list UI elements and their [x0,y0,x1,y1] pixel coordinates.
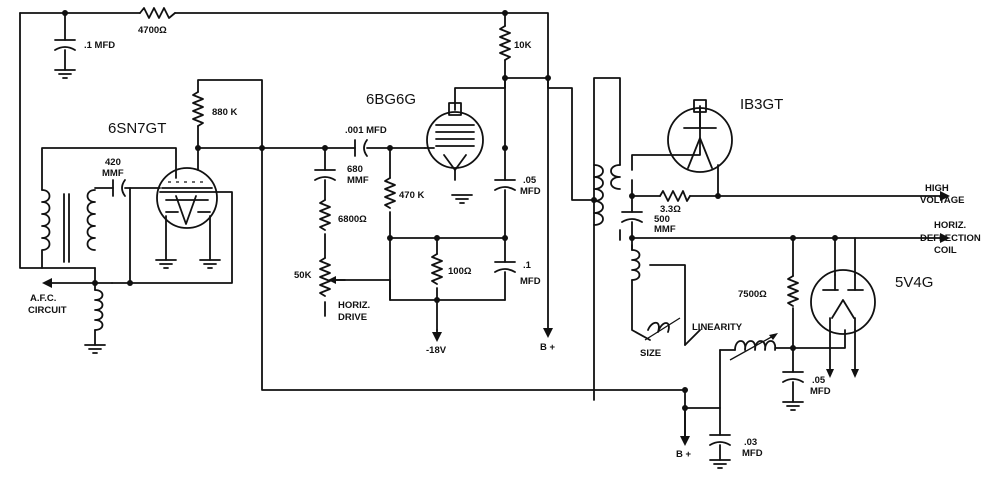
resistor-6800 [319,199,331,231]
label-linearity: LINEARITY [692,322,743,333]
label-r-top: 4700Ω [138,25,167,36]
flyback-transformer [593,164,778,361]
text-labels: 6SN7GT 6BG6G IB3GT 5V4G .1 MFD 4700Ω 10K… [28,25,981,460]
label-c-05a-b: MFD [520,186,541,197]
deflection-arrow-icon [940,233,950,243]
label-c-500-a: 500 [654,214,670,225]
label-high-voltage-2: VOLTAGE [920,195,965,206]
label-c-05a-a: .05 [523,175,537,186]
label-c-03-a: .03 [744,437,757,448]
high-voltage-arrow-icon [940,191,950,201]
arrows [42,191,950,446]
label-c-03-b: MFD [742,448,763,459]
resistor-3-3 [659,190,691,202]
label-c-420-a: 420 [105,157,121,168]
label-minus-18v: -18V [426,345,447,356]
tube-label-6sn7gt: 6SN7GT [108,120,166,137]
tube-ib3gt [667,99,733,173]
label-deflection-1: HORIZ. [934,220,966,231]
afc-arrow-icon [42,278,52,288]
afc-transformer [41,189,104,331]
label-c-680-a: 680 [347,164,363,175]
junction-dots [62,10,838,411]
linearity-coil [734,340,777,351]
label-afc-2: CIRCUIT [28,305,67,316]
tube-5v4g [810,269,876,335]
label-c-500-b: MMF [654,224,676,235]
tube-6bg6g [424,102,484,171]
label-size: SIZE [640,348,661,359]
label-b-plus-1: B + [540,342,556,353]
resistor-10k [499,25,511,61]
label-deflection-3: COIL [934,245,957,256]
label-c-05b-a: .05 [812,375,826,386]
label-c-680-b: MMF [347,175,369,186]
label-c-001: .001 MFD [345,125,387,136]
wiring [19,12,941,461]
tube-6sn7gt [156,167,218,229]
label-horiz-drive-2: DRIVE [338,312,367,323]
ground-symbols [54,69,804,469]
resistors [139,7,799,307]
label-c-1-a: .1 [523,260,532,271]
label-r-470k: 470 K [399,190,424,201]
b-plus-2-arrow-icon [680,436,690,446]
resistor-100 [431,253,443,285]
tube-label-5v4g: 5V4G [895,274,933,291]
resistor-470k [384,177,396,209]
label-r-50k: 50K [294,270,312,281]
label-r-100: 100Ω [448,266,472,277]
tube-label-6bg6g: 6BG6G [366,91,416,108]
label-c-420-b: MMF [102,168,124,179]
b-plus-arrow-icon [543,328,553,338]
label-c-1-b: MFD [520,276,541,287]
label-horiz-drive-1: HORIZ. [338,300,370,311]
label-b-plus-2: B + [676,449,692,460]
label-c-05b-b: MFD [810,386,831,397]
resistor-4700 [139,7,176,19]
minus-18v-arrow-icon [432,332,442,342]
label-r-880k: 880 K [212,107,237,118]
tube-label-ib3gt: IB3GT [740,96,783,113]
label-deflection-2: DEFLECTION [920,233,981,244]
label-r-7500: 7500Ω [738,289,767,300]
label-r-3-3: 3.3Ω [660,204,681,215]
label-r-6800: 6800Ω [338,214,367,225]
resistor-50k [319,257,331,297]
capacitors [54,39,804,446]
label-r-10k: 10K [514,40,532,51]
label-high-voltage-1: HIGH [925,183,949,194]
label-c-top: .1 MFD [84,40,115,51]
resistor-7500 [787,275,799,307]
label-afc-1: A.F.C. [30,293,56,304]
resistor-880k [192,91,204,127]
